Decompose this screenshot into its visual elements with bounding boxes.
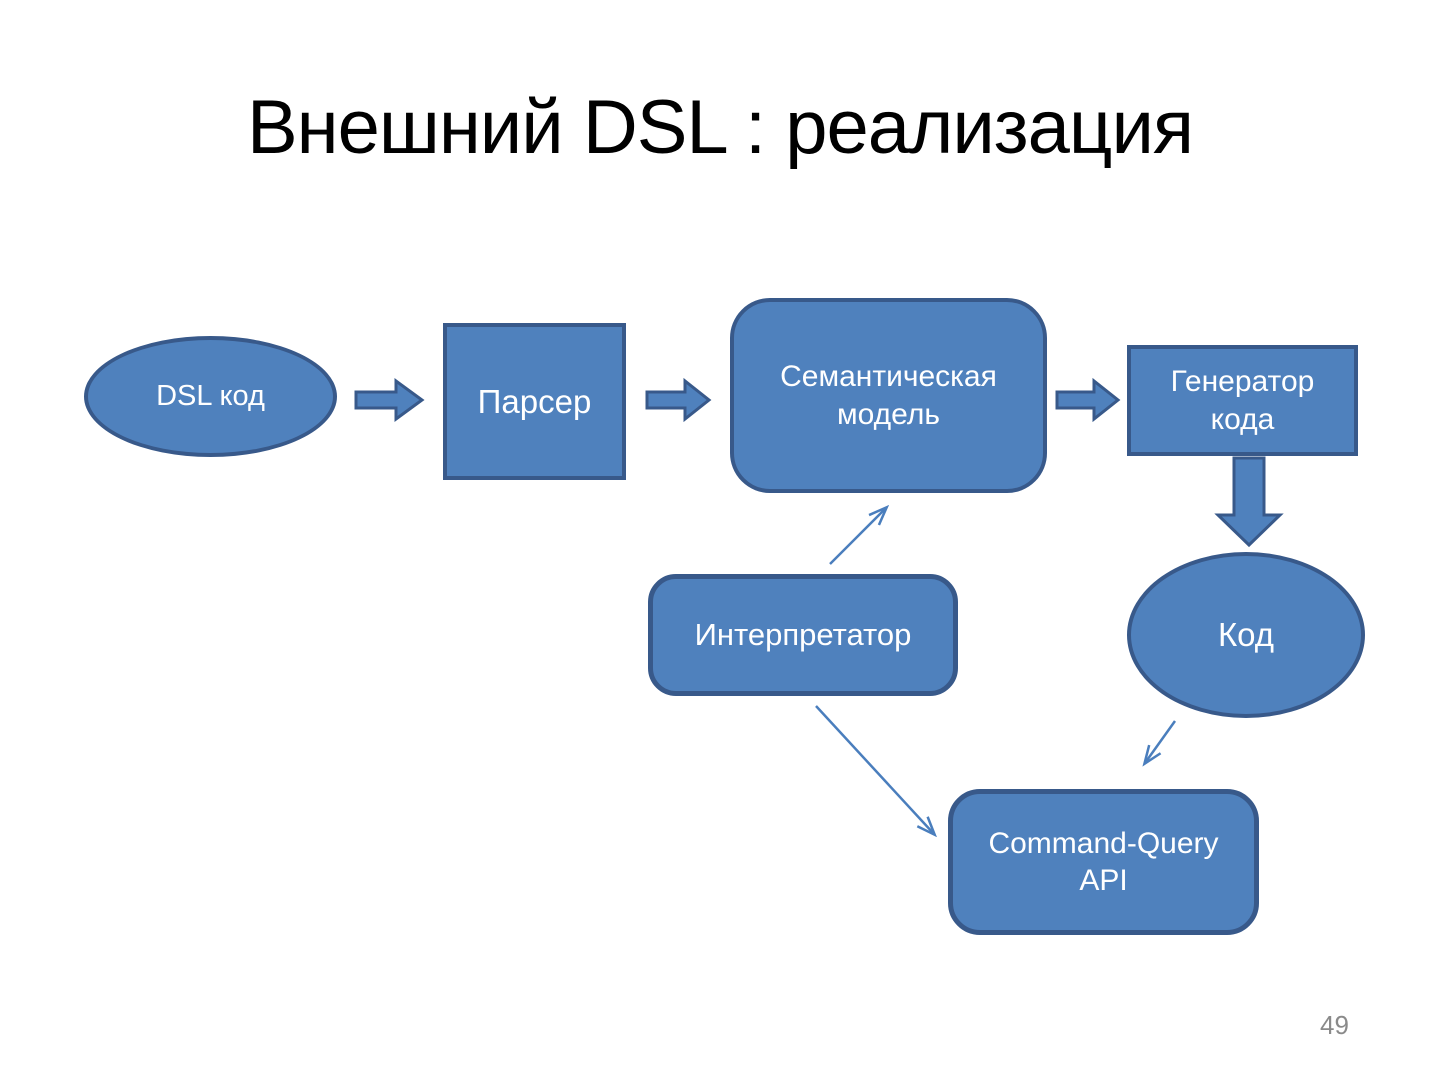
arrow-semantic-to-generator-icon: [1055, 377, 1121, 423]
arrow-interpreter-to-semantic-icon: [829, 508, 886, 565]
node-code: Код: [1127, 552, 1365, 718]
node-parser-label: Парсер: [477, 382, 592, 420]
node-command-query-api-label: Command-Query API: [988, 826, 1219, 898]
arrow-dsl-to-parser-icon: [354, 378, 425, 422]
node-semantic-model: Семантическая модель: [730, 298, 1047, 493]
node-code-label: Код: [1217, 616, 1275, 654]
node-semantic-model-label: Семантическая модель: [780, 360, 997, 431]
node-code-generator: Генератор кода: [1127, 345, 1358, 456]
node-interpreter-label: Интерпретатор: [694, 616, 912, 652]
slide-title: Внешний DSL : реализация: [246, 85, 1194, 170]
node-parser: Парсер: [443, 323, 626, 480]
node-code-generator-label: Генератор кода: [1170, 365, 1315, 436]
arrow-generator-to-code-icon: [1214, 456, 1284, 548]
node-dsl-code: DSL код: [84, 336, 337, 457]
node-dsl-code-label: DSL код: [156, 380, 265, 413]
node-interpreter: Интерпретатор: [648, 574, 958, 696]
page-number: 49: [1320, 1010, 1349, 1040]
arrow-parser-to-semantic-icon: [645, 377, 712, 423]
arrow-interpreter-to-cq-api-icon: [815, 705, 934, 834]
node-command-query-api: Command-Query API: [948, 789, 1259, 935]
arrow-code-to-cq-api-icon: [1145, 720, 1177, 763]
